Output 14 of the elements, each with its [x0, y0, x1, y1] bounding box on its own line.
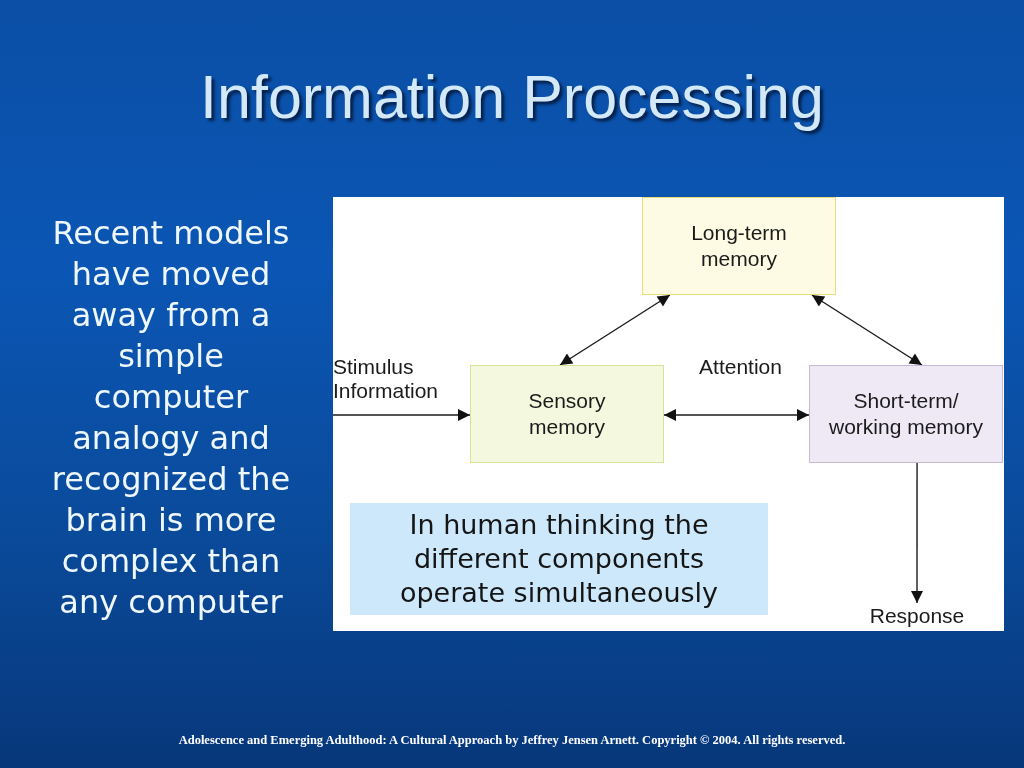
slide-title: Information Processing	[200, 62, 824, 133]
memory-box: Short-term/ working memory	[809, 365, 1003, 463]
input-label: Stimulus Information	[333, 355, 451, 415]
note-box: In human thinking the different components operate simultaneously	[350, 503, 768, 615]
arrow	[333, 409, 471, 421]
body-text: Recent models have moved away from a simple computer analogy and recognized the brain is more complex than any computer	[50, 213, 292, 623]
output-label: Response	[862, 603, 972, 629]
memory-box: Sensory memory	[470, 365, 664, 463]
arrow	[911, 462, 923, 604]
footer-citation: Adolescence and Emerging Adulthood: A Cultural Approach by Jeffrey Jensen Arnett. Copyright © 2004. All rights reserved.	[178, 732, 846, 748]
double-arrow	[811, 294, 923, 366]
double-arrow	[663, 409, 810, 421]
double-arrow	[559, 294, 671, 366]
memory-box: Long-term memory	[642, 197, 836, 295]
